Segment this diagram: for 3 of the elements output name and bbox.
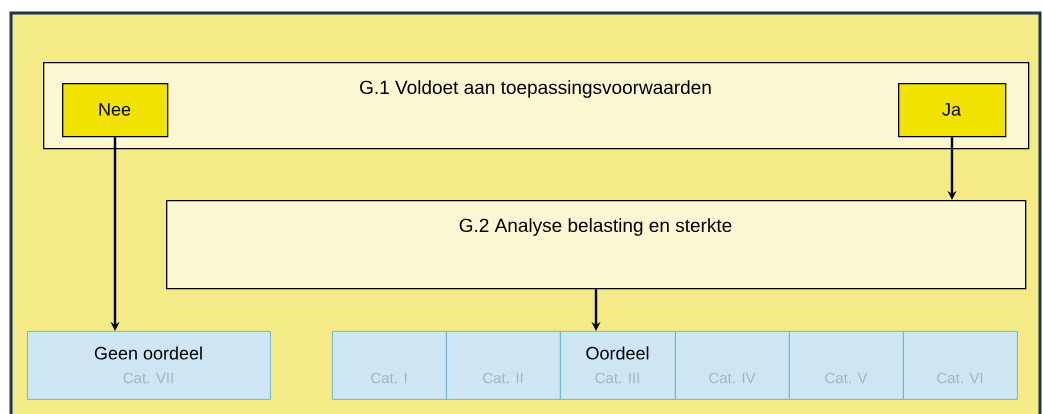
answer-box: Ja — [898, 83, 1007, 138]
answer-box: Nee — [62, 83, 169, 138]
step-box: G.2 Analyse belasting en sterkte — [166, 200, 1027, 290]
